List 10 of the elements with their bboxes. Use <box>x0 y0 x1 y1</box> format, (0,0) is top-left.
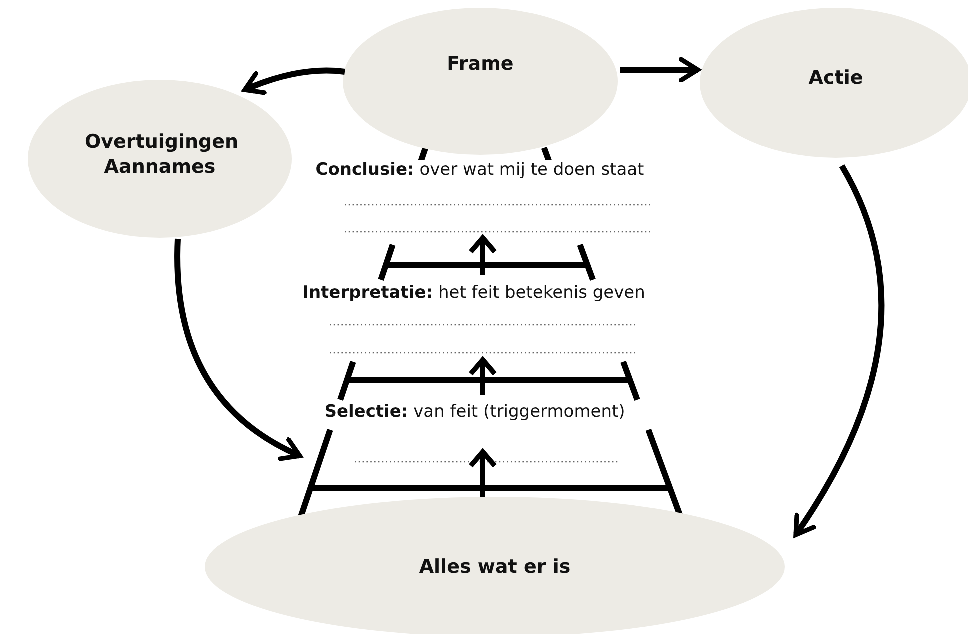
arrow <box>620 57 700 83</box>
node-label: Alles wat er is <box>419 555 571 580</box>
beliefs-ellipse <box>28 80 292 238</box>
arrow <box>794 164 885 538</box>
arrow <box>174 238 302 460</box>
arrow <box>242 68 346 96</box>
node-label: Frame <box>447 52 514 77</box>
node-label: Actie <box>808 66 864 91</box>
frame-ellipse <box>343 8 618 155</box>
node-label: Overtuigingen Aannames <box>85 130 235 180</box>
